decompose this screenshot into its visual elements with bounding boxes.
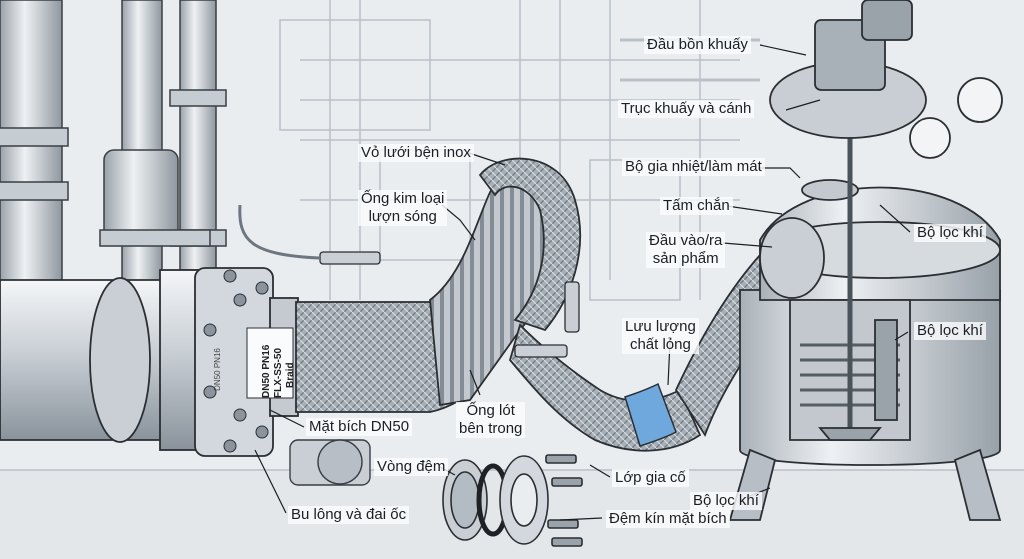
label-flange-dn50: Mặt bích DN50	[306, 418, 413, 436]
mixing-tank	[728, 0, 1003, 521]
label-heating-cooling: Bộ gia nhiệt/làm mát	[622, 158, 765, 176]
label-inner-liner: Ống lót bên trong	[456, 402, 526, 438]
label-air-filter-top: Bộ lọc khí	[914, 224, 986, 242]
reinforcement-band	[624, 382, 677, 447]
label-baffle: Tấm chắn	[660, 197, 733, 215]
label-gasket-ring: Vòng đệm	[374, 458, 449, 476]
pump-motor	[289, 439, 371, 486]
label-flange-seal: Đệm kín mặt bích	[606, 510, 730, 528]
label-liquid-flow: Lưu lượng chất lỏng	[622, 318, 699, 354]
fittings	[238, 204, 580, 358]
vertical-pipes	[0, 0, 227, 311]
flange-stamp: DN50 PN16	[212, 348, 222, 391]
label-agitator-shaft: Trục khuấy và cánh	[618, 100, 755, 118]
label-air-filter-mid: Bộ lọc khí	[914, 322, 986, 340]
label-tank-head: Đầu bồn khuấy	[644, 36, 751, 54]
label-braided-jacket: Vỏ lưới bện inox	[358, 144, 474, 162]
label-air-filter-bottom: Bộ lọc khí	[690, 492, 762, 510]
hose-tag: DN50 PN16 FLX-SS-50 Braid	[235, 340, 305, 398]
hose-tag-line3: Braid	[285, 362, 296, 388]
hose-tag-plate	[246, 327, 294, 399]
hose-tag-line1: DN50 PN16	[261, 344, 272, 398]
loose-parts	[442, 454, 583, 547]
hose-tag-line2: FLX-SS-50	[273, 347, 284, 398]
flange-bolts	[203, 269, 269, 453]
main-pipe	[0, 267, 299, 457]
label-product-port: Đầu vào/ra sản phẩm	[646, 232, 726, 268]
label-corrugated-pipe: Ống kim loại lượn sóng	[358, 190, 448, 226]
label-reinforcement: Lớp gia cố	[612, 469, 689, 487]
label-bolts-nuts: Bu lông và đai ốc	[288, 506, 410, 524]
